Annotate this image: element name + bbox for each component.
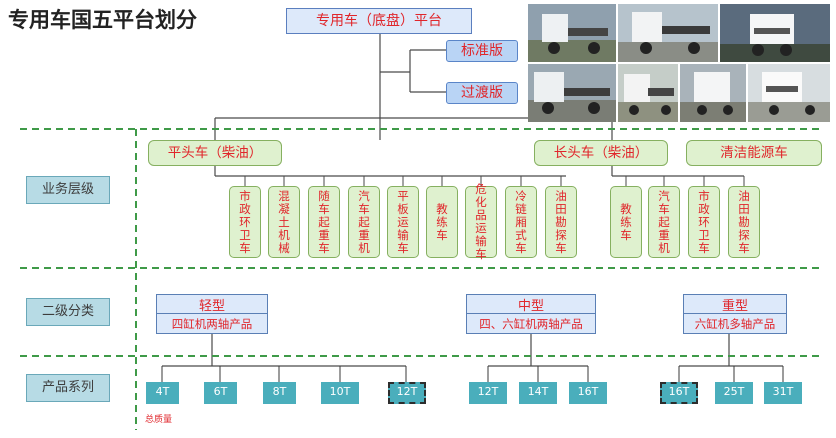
version-standard-box: 标准版 (446, 40, 518, 62)
platform-long-head-diesel: 长头车（柴油） (534, 140, 668, 166)
app-long-training-vehicle: 教练车 (610, 186, 642, 258)
app-cold-chain-van: 冷链厢式车 (505, 186, 537, 258)
series-medium-14t: 14T (519, 382, 557, 404)
category-light: 轻型 四缸机两轴产品 (156, 294, 268, 334)
series-medium-16t: 16T (569, 382, 607, 404)
series-light-6t: 6T (204, 382, 237, 404)
level-secondary-category: 二级分类 (26, 298, 110, 326)
category-heavy: 重型 六缸机多轴产品 (683, 294, 787, 334)
app-long-municipal-sanitation: 市政环卫车 (688, 186, 720, 258)
category-medium-desc: 四、六缸机两轴产品 (479, 316, 583, 331)
root-platform-box: 专用车（底盘）平台 (286, 8, 472, 34)
total-mass-note: 总质量 (145, 415, 173, 425)
app-long-truck-crane: 汽车起重机 (648, 186, 680, 258)
app-hazmat-transport: 危化品运输车 (465, 183, 497, 261)
category-medium-name: 中型 (467, 295, 595, 314)
series-light-12t: 12T (388, 382, 426, 404)
category-heavy-desc: 六缸机多轴产品 (694, 316, 776, 331)
series-heavy-25t: 25T (715, 382, 753, 404)
app-long-oilfield-exploration: 油田勘探车 (728, 186, 760, 258)
series-light-4t: 4T (146, 382, 179, 404)
category-light-desc: 四缸机两轴产品 (171, 316, 253, 331)
series-heavy-16t: 16T (660, 382, 698, 404)
category-medium: 中型 四、六缸机两轴产品 (466, 294, 596, 334)
platform-clean-energy: 清洁能源车 (686, 140, 822, 166)
category-light-name: 轻型 (157, 295, 267, 314)
page-title: 专用车国五平台划分 (8, 8, 197, 32)
app-concrete-machinery: 混凝土机械 (268, 186, 300, 258)
truck-photo-grid (528, 4, 830, 122)
app-training-vehicle: 教练车 (426, 186, 458, 258)
app-truck-mounted-crane: 随车起重车 (308, 186, 340, 258)
version-transition-box: 过渡版 (446, 82, 518, 104)
app-oilfield-exploration: 油田勘探车 (545, 186, 577, 258)
series-light-8t: 8T (263, 382, 296, 404)
category-heavy-name: 重型 (684, 295, 786, 314)
series-heavy-31t: 31T (764, 382, 802, 404)
series-medium-12t: 12T (469, 382, 507, 404)
level-product-series: 产品系列 (26, 374, 110, 402)
app-flatbed-transport: 平板运输车 (387, 186, 419, 258)
app-truck-crane: 汽车起重机 (348, 186, 380, 258)
app-municipal-sanitation: 市政环卫车 (229, 186, 261, 258)
level-business: 业务层级 (26, 176, 110, 204)
series-light-10t: 10T (321, 382, 359, 404)
platform-flat-head-diesel: 平头车（柴油） (148, 140, 282, 166)
truck-photos-image (528, 4, 830, 122)
